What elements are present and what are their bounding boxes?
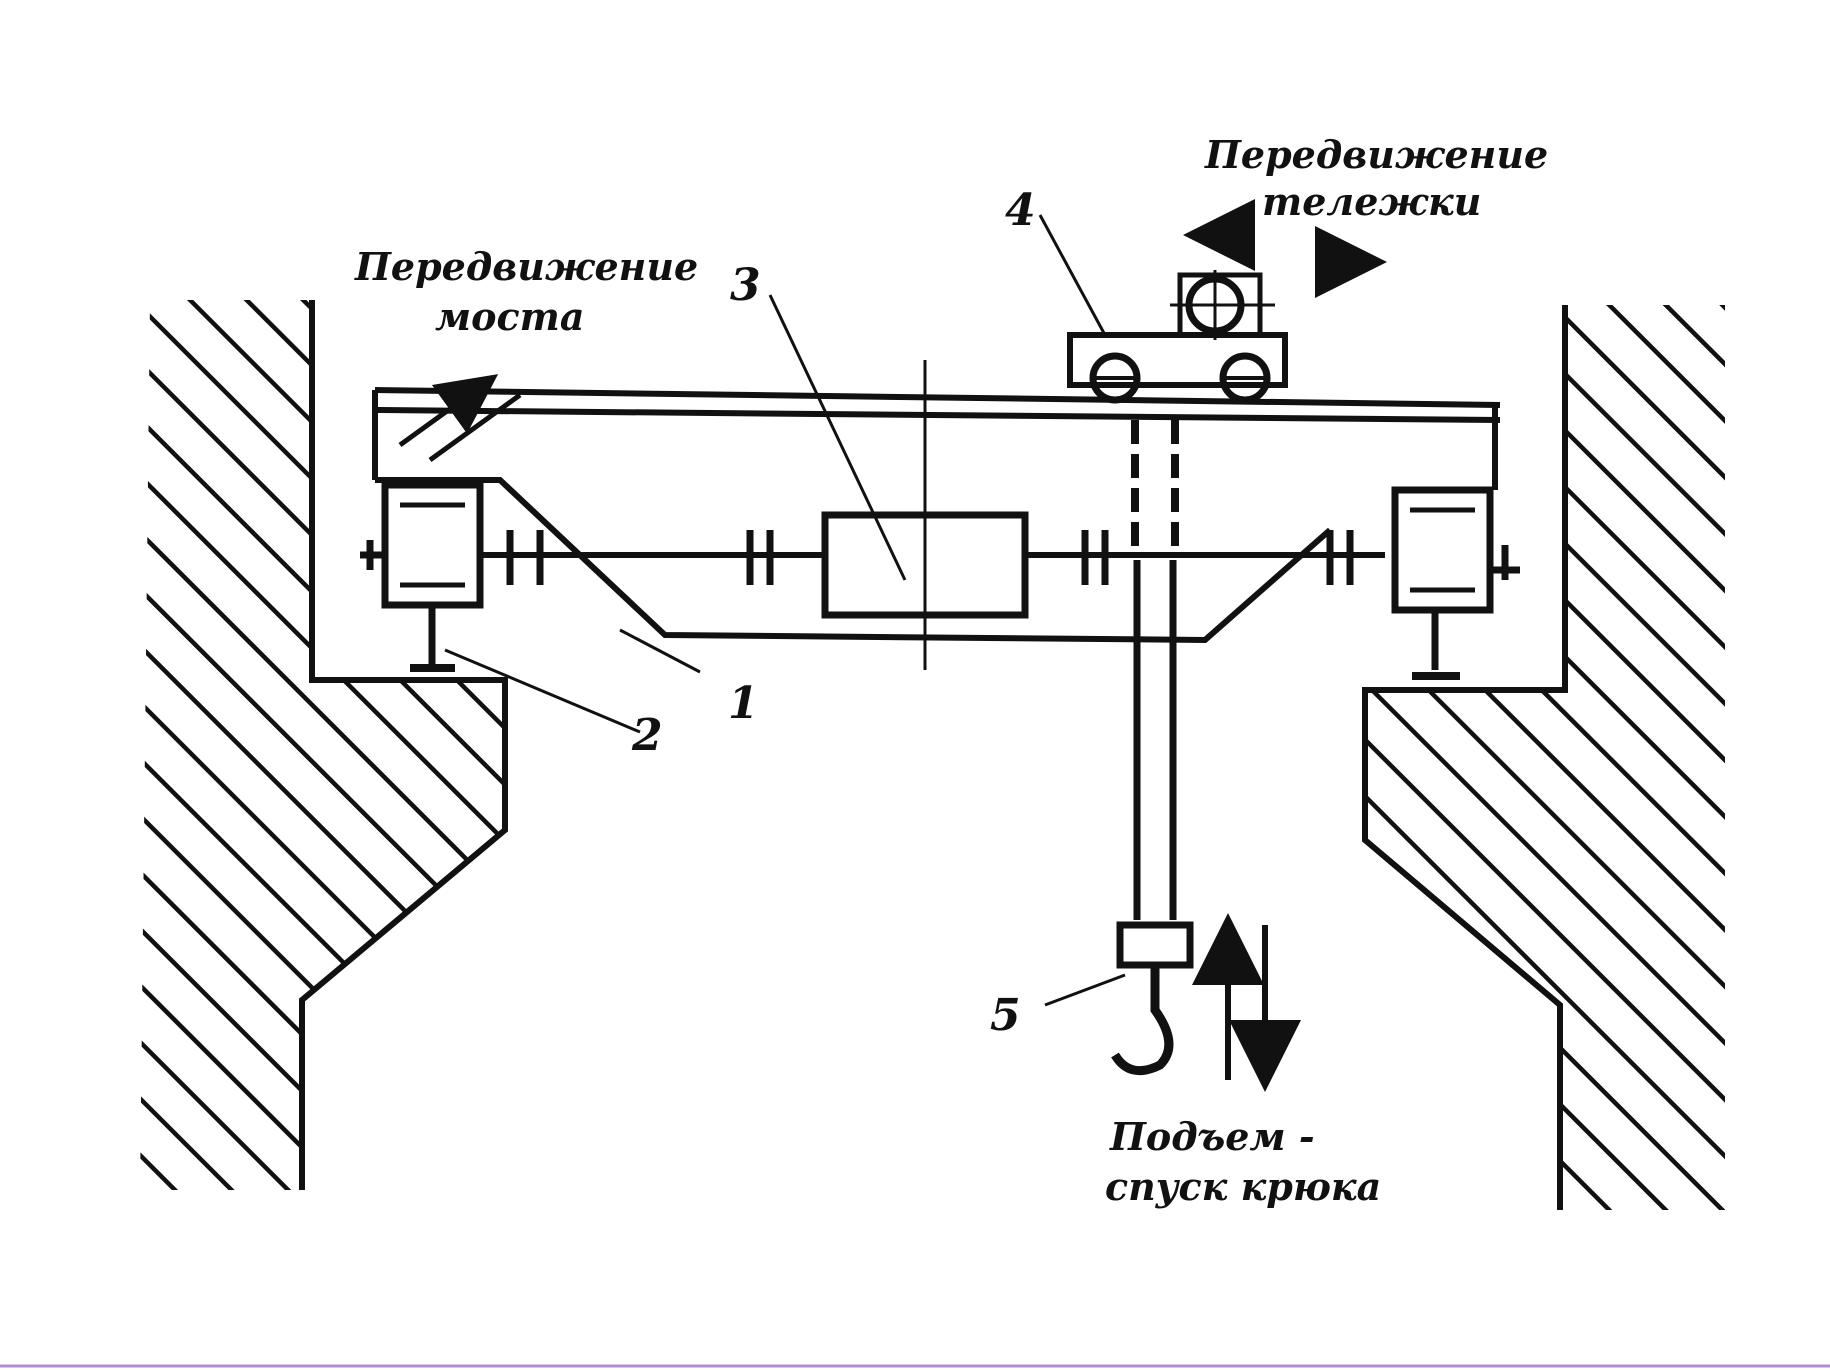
hook [1111, 921, 1194, 1076]
hook-motion-label-line1: Подъем - [1109, 1114, 1315, 1159]
hook-motion-label-line2: спуск крюка [1105, 1164, 1381, 1209]
left-wall [140, 300, 508, 1190]
drive-motor [821, 360, 1029, 670]
trolley-motion-arrows [1183, 199, 1387, 298]
leader-lines [444, 214, 1126, 1007]
callout-3: 3 [730, 260, 761, 311]
drive-shaft [480, 530, 1385, 585]
right-wall [1362, 305, 1725, 1210]
left-wheel-assembly [360, 481, 484, 672]
bridge-motion-label-line1: Передвижение [354, 244, 698, 289]
callout-2: 2 [631, 710, 663, 761]
hoist-motion-arrows [1192, 913, 1301, 1092]
hoist-rope [1131, 420, 1179, 920]
trolley-motion-label-line2: тележки [1262, 179, 1481, 224]
callout-5: 5 [990, 990, 1021, 1041]
trolley [1067, 270, 1288, 404]
bridge-girder [372, 387, 1501, 644]
callout-4: 4 [1005, 185, 1036, 236]
callout-1: 1 [728, 678, 759, 729]
bridge-motion-label-line2: моста [435, 294, 584, 339]
right-wheel-assembly [1391, 420, 1520, 680]
trolley-motion-label-line1: Передвижение [1204, 132, 1548, 177]
bridge-motion-arrows [398, 374, 522, 463]
